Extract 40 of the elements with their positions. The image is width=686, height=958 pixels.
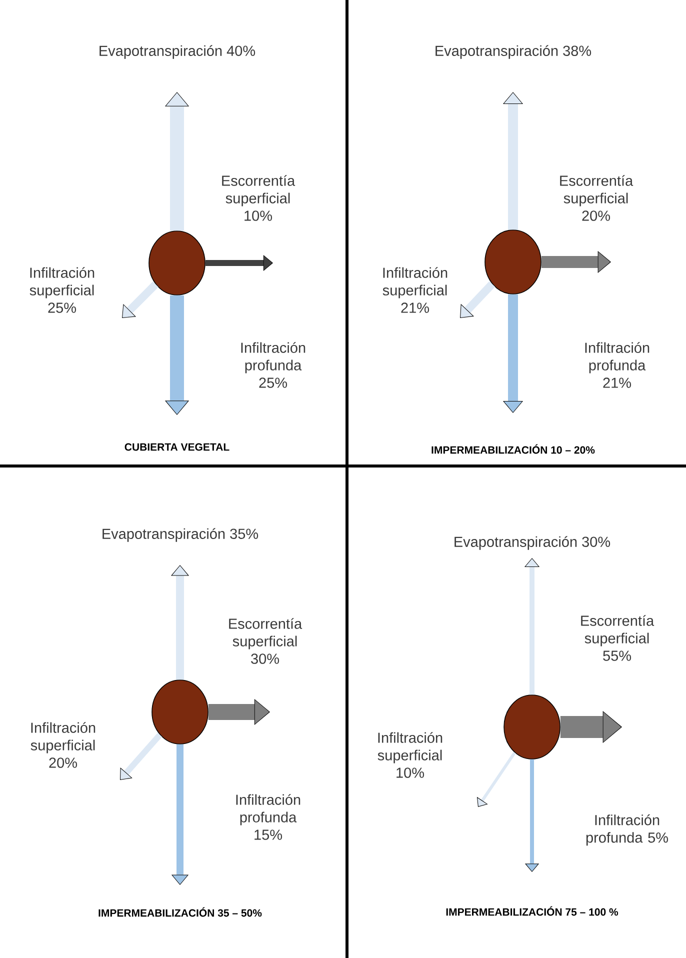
- flow-label: Escorrentía superficial 10%: [222, 175, 296, 221]
- flow-label: Infiltración profunda 21%: [585, 342, 650, 388]
- soil-circle: [484, 230, 542, 294]
- panel-caption: IMPERMEABILIZACIÓN 35 – 50%: [98, 907, 262, 917]
- panel-caption: CUBIERTA VEGETAL: [124, 443, 230, 451]
- panel-caption: IMPERMEABILIZACIÓN 10 – 20%: [432, 444, 595, 454]
- flow-arrow: [460, 281, 496, 318]
- flow-label: Evapotranspiración 30%: [454, 536, 610, 550]
- flow-label: Infiltración superficial 21%: [382, 267, 448, 313]
- flow-arrow: [477, 752, 516, 807]
- flow-arrow: [503, 294, 523, 413]
- flow-label: Infiltración profunda 5%: [586, 814, 668, 846]
- flow-arrow: [165, 92, 189, 231]
- flow-arrow: [503, 92, 523, 230]
- flow-label: Infiltración profunda 25%: [241, 342, 306, 388]
- panel-caption: IMPERMEABILIZACIÓN 75 – 100 %: [446, 906, 618, 916]
- flow-arrow: [171, 565, 189, 680]
- flow-arrow: [541, 251, 611, 273]
- flow-arrow: [208, 699, 270, 725]
- flow-arrow: [122, 282, 158, 318]
- flow-label: Escorrentía superficial 55%: [581, 615, 654, 661]
- flow-arrow: [172, 744, 188, 885]
- soil-circle: [152, 680, 208, 744]
- soil-circle: [504, 694, 560, 760]
- flow-label: Infiltración superficial 20%: [30, 722, 96, 768]
- flow-arrow: [560, 711, 622, 743]
- flow-arrow: [524, 558, 540, 695]
- flow-label: Evapotranspiración 35%: [102, 528, 258, 542]
- flow-label: Escorrentía superficial 20%: [560, 175, 634, 221]
- flow-label: Evapotranspiración 40%: [100, 45, 256, 59]
- flow-arrow: [165, 295, 189, 415]
- flow-label: Escorrentía superficial 30%: [229, 618, 302, 664]
- flow-label: Infiltración superficial 10%: [378, 732, 442, 778]
- flow-label: Evapotranspiración 38%: [436, 45, 592, 59]
- flow-label: Infiltración superficial 25%: [30, 267, 94, 313]
- flow-arrow: [205, 255, 273, 271]
- flow-arrow: [525, 759, 539, 872]
- soil-circle: [148, 230, 206, 296]
- flow-arrow: [120, 732, 162, 780]
- flow-label: Infiltración profunda 15%: [236, 794, 300, 840]
